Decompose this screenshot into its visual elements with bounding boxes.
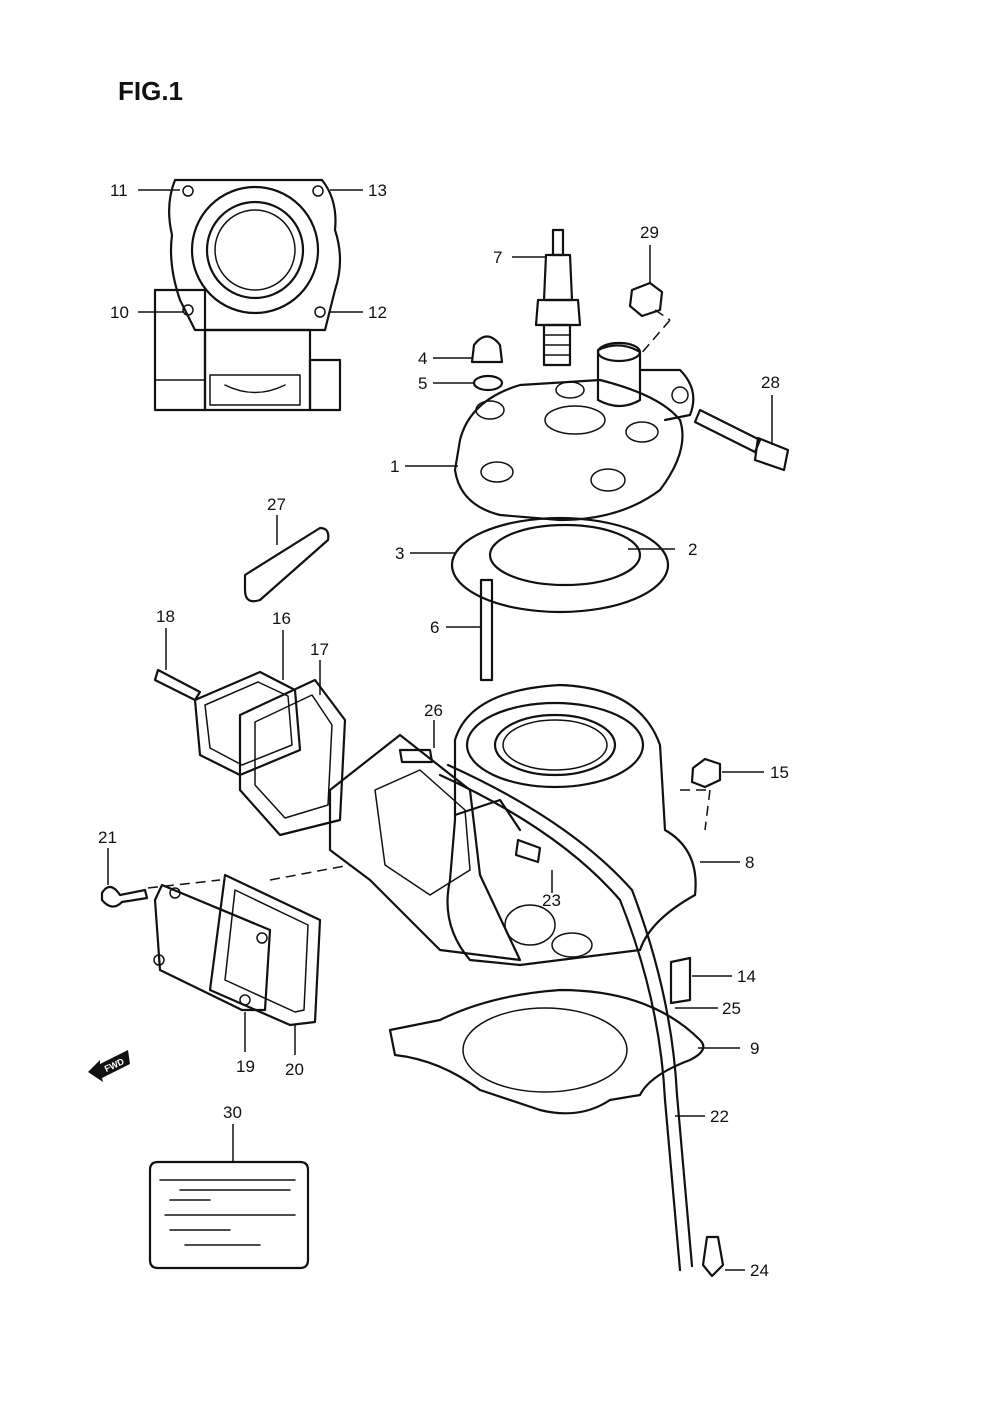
- fwd-arrow-icon: FWD: [88, 1050, 130, 1082]
- callout-11: 11: [110, 181, 128, 200]
- callout-4: 4: [418, 349, 427, 368]
- callout-30: 30: [223, 1103, 242, 1122]
- cylinder-top-view: [153, 178, 342, 412]
- hose-clip-24: [701, 1235, 725, 1278]
- callout-23: 23: [542, 891, 561, 910]
- callout-17: 17: [310, 640, 329, 659]
- callout-25: 25: [722, 999, 741, 1018]
- callout-21: 21: [98, 828, 117, 847]
- callout-3: 3: [395, 544, 404, 563]
- callout-7: 7: [493, 248, 502, 267]
- callout-9: 9: [750, 1039, 759, 1058]
- callout-19: 19: [236, 1057, 255, 1076]
- washer-5: [472, 374, 504, 392]
- bracket-27: [243, 526, 330, 603]
- base-gasket-bore: [462, 1007, 628, 1093]
- callout-16: 16: [272, 609, 291, 628]
- cover-gasket-20: [208, 873, 322, 1027]
- callout-24: 24: [750, 1261, 769, 1280]
- fitting-23: [514, 838, 542, 864]
- callout-6: 6: [430, 618, 439, 637]
- base-gasket-9: [388, 988, 705, 1115]
- callout-26: 26: [424, 701, 443, 720]
- fitting-26: [398, 748, 434, 764]
- callout-29: 29: [640, 223, 659, 242]
- callout-1: 1: [390, 457, 399, 476]
- bolt-28: [693, 408, 790, 472]
- o-ring-2: [488, 523, 642, 587]
- figure-title: FIG.1: [118, 76, 183, 106]
- head-gasket-3: [450, 516, 670, 614]
- bolt-18: [153, 668, 202, 702]
- hose-22: [438, 763, 694, 1272]
- nut-15: [690, 757, 722, 789]
- callout-8: 8: [745, 853, 754, 872]
- screw-21: [100, 885, 149, 908]
- callout-labels: 1 2 3 4 5 6 7 8 9 10 11 12 13 14 15 16 1…: [98, 181, 789, 1280]
- callout-27: 27: [267, 495, 286, 514]
- callout-2: 2: [688, 540, 697, 559]
- callout-22: 22: [710, 1107, 729, 1126]
- leader-lines: [107, 189, 773, 1271]
- cap-nut-4: [470, 335, 504, 364]
- callout-13: 13: [368, 181, 387, 200]
- stud-bolt-6: [479, 578, 494, 682]
- intake-gasket-17: [238, 678, 347, 837]
- callout-20: 20: [285, 1060, 304, 1079]
- callout-12: 12: [368, 303, 387, 322]
- dowel-pin-14: [669, 956, 692, 1005]
- callout-15: 15: [770, 763, 789, 782]
- intake-gasket-16: [193, 670, 302, 777]
- cylinder-head: [453, 341, 695, 522]
- spark-plug: [534, 228, 582, 367]
- callout-10: 10: [110, 303, 129, 322]
- callout-28: 28: [761, 373, 780, 392]
- callout-14: 14: [737, 967, 756, 986]
- callout-18: 18: [156, 607, 175, 626]
- warning-label-30: [148, 1160, 310, 1270]
- callout-5: 5: [418, 374, 427, 393]
- cylinder: [328, 683, 697, 967]
